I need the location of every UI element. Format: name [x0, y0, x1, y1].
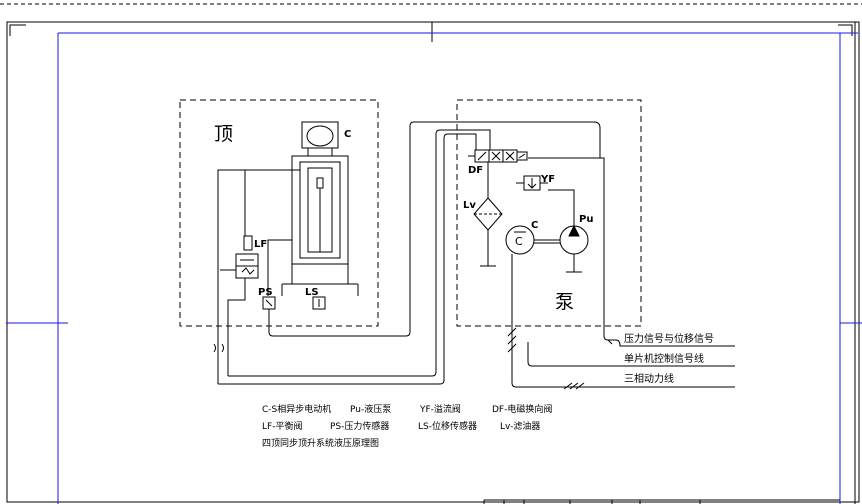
yf-label: YF: [540, 174, 555, 185]
lf-label: LF: [254, 239, 267, 250]
drawing-frame: [0, 3, 862, 504]
blue-frame: [6, 32, 862, 504]
legend-pu: Pu-液压泵: [350, 403, 391, 415]
pump-section-label: 泵: [555, 291, 574, 313]
legend: C-S相异步电动机 Pu-液压泵 YF-溢流阀 DF-电磁换向阀 LF-平衡阀 …: [262, 403, 552, 449]
relief-valve: [516, 175, 548, 191]
df-label: DF: [468, 165, 483, 176]
connecting-pipes: [218, 121, 601, 385]
svg-text:C: C: [515, 235, 523, 248]
legend-yf: YF-溢流阀: [419, 403, 461, 415]
signal-line-3-label: 三相动力线: [624, 372, 674, 385]
oil-filter: [473, 162, 503, 267]
ls-label: LS: [305, 287, 319, 298]
top-section-label: 顶: [214, 123, 233, 145]
legend-lf: LF-平衡阀: [262, 420, 302, 432]
title-block: [483, 499, 840, 504]
hydraulic-pump: [548, 189, 589, 273]
motor-c-label: C: [531, 220, 538, 231]
signal-line-2-label: 单片机控制信号线: [624, 352, 704, 365]
balance-valve: [235, 235, 259, 290]
lv-label: Lv: [463, 200, 476, 211]
pu-label: Pu: [579, 214, 593, 225]
signal-line-1-label: 压力信号与位移信号: [624, 332, 714, 345]
top-pipes: [213, 169, 300, 384]
electric-motor: C: [505, 225, 560, 255]
displacement-sensor: [312, 296, 326, 310]
pump-section-box: [456, 99, 642, 327]
legend-ps: PS-压力传感器: [330, 420, 389, 432]
legend-ls: LS-位移传感器: [418, 420, 477, 432]
jack-cylinder: [281, 121, 359, 296]
signal-lines: [507, 157, 735, 390]
ps-label: PS: [258, 287, 273, 298]
solenoid-valve: [468, 149, 528, 163]
legend-lv: Lv-滤油器: [500, 420, 540, 432]
top-section-box: [179, 99, 379, 327]
legend-df: DF-电磁换向阀: [492, 403, 552, 415]
legend-c: C-S相异步电动机: [262, 403, 331, 415]
cylinder-c-label: C: [344, 129, 351, 140]
pressure-sensor: [262, 296, 276, 310]
diagram-caption: 四顶同步顶升系统液压原理图: [262, 437, 379, 449]
